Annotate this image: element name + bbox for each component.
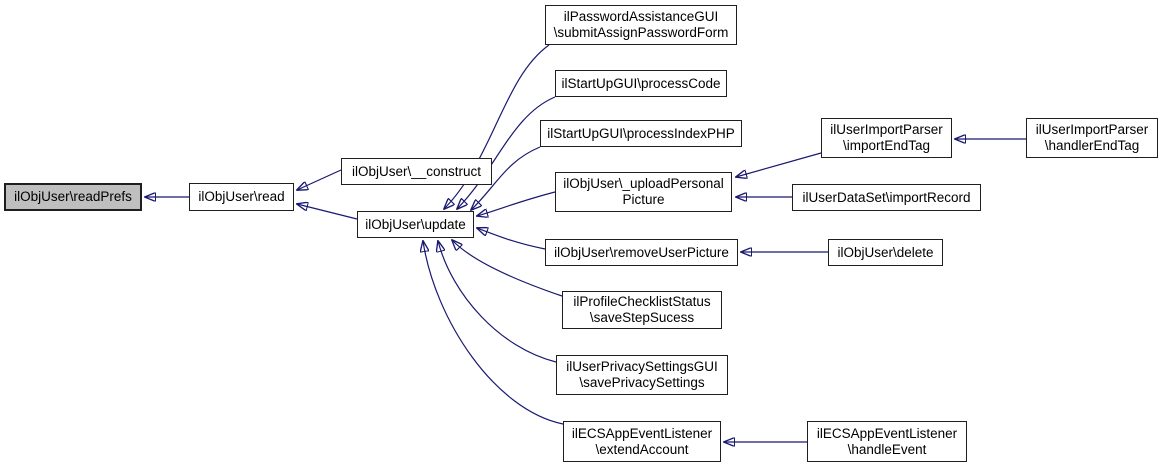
- node-ilobjuser-readprefs: ilObjUser\readPrefs: [4, 183, 142, 211]
- edge-importEndTag-uploadPersonalPicture: [736, 152, 822, 177]
- node-iluserprivacysettingsgui-saveprivacysettings[interactable]: ilUserPrivacySettingsGUI \savePrivacySet…: [556, 355, 728, 395]
- node-ilobjuser-removeuserpicture[interactable]: ilObjUser\removeUserPicture: [545, 239, 738, 266]
- edge-extendAccount-update: [423, 241, 564, 425]
- node-iluserimportparser-importendtag[interactable]: ilUserImportParser \importEndTag: [821, 118, 952, 158]
- node-ilecsappeventlistener-handleevent[interactable]: ilECSAppEventListener \handleEvent: [807, 421, 967, 462]
- node-label: ilObjUser\readPrefs: [14, 189, 132, 204]
- edge-removeUserPicture-update: [477, 228, 546, 250]
- node-iluserdataset-importrecord[interactable]: ilUserDataSet\importRecord: [792, 184, 981, 211]
- node-label: ilObjUser\removeUserPicture: [554, 244, 729, 260]
- edge-submitAssignPasswordForm-update: [444, 44, 550, 209]
- node-ilecsappeventlistener-extendaccount[interactable]: ilECSAppEventListener \extendAccount: [563, 421, 721, 462]
- node-ilpasswordassistancegui-submitassignpasswordform[interactable]: ilPasswordAssistanceGUI \submitAssignPas…: [545, 5, 737, 45]
- node-label: ilObjUser\delete: [837, 244, 934, 260]
- node-label: ilObjUser\_uploadPersonal Picture: [563, 176, 724, 207]
- node-label: ilECSAppEventListener \handleEvent: [816, 425, 958, 457]
- node-label: ilObjUser\update: [365, 216, 466, 232]
- edge-uploadPersonalPicture-update: [477, 191, 556, 216]
- node-iluserimportparser-handlerendtag[interactable]: ilUserImportParser \handlerEndTag: [1026, 118, 1158, 158]
- node-label: ilStartUpGUI\processCode: [561, 75, 721, 91]
- node-ilobjuser-read[interactable]: ilObjUser\read: [189, 183, 294, 211]
- node-label: ilUserImportParser \handlerEndTag: [1035, 122, 1149, 153]
- edge-construct-read: [297, 169, 342, 190]
- node-ilstartupgui-processcode[interactable]: ilStartUpGUI\processCode: [555, 70, 727, 97]
- node-label: ilPasswordAssistanceGUI \submitAssignPas…: [553, 9, 729, 40]
- node-ilobjuser-uploadpersonalpicture[interactable]: ilObjUser\_uploadPersonal Picture: [555, 172, 732, 212]
- edge-saveStepSucess-update: [452, 240, 563, 297]
- node-label: ilUserDataSet\importRecord: [802, 189, 971, 205]
- node-label: ilUserPrivacySettingsGUI \savePrivacySet…: [566, 359, 718, 390]
- node-ilstartupgui-processindexphp[interactable]: ilStartUpGUI\processIndexPHP: [540, 120, 742, 147]
- node-ilobjuser-construct[interactable]: ilObjUser\__construct: [341, 158, 492, 185]
- edge-savePrivacySettings-update: [438, 241, 557, 363]
- node-label: ilObjUser\read: [198, 189, 285, 204]
- node-label: ilECSAppEventListener \extendAccount: [571, 425, 713, 457]
- node-ilobjuser-delete[interactable]: ilObjUser\delete: [828, 239, 943, 266]
- node-label: ilProfileChecklistStatus \saveStepSucess: [573, 294, 711, 325]
- edge-update-read: [297, 204, 358, 220]
- node-ilobjuser-update[interactable]: ilObjUser\update: [357, 211, 474, 238]
- node-label: ilUserImportParser \importEndTag: [830, 122, 943, 153]
- node-label: ilStartUpGUI\processIndexPHP: [547, 125, 735, 141]
- edge-processCode-update: [457, 96, 556, 209]
- node-ilprofilecheckliststatus-savestepsucess[interactable]: ilProfileChecklistStatus \saveStepSucess: [562, 291, 722, 329]
- node-label: ilObjUser\__construct: [351, 163, 482, 179]
- edge-processIndexPHP-update: [471, 146, 541, 210]
